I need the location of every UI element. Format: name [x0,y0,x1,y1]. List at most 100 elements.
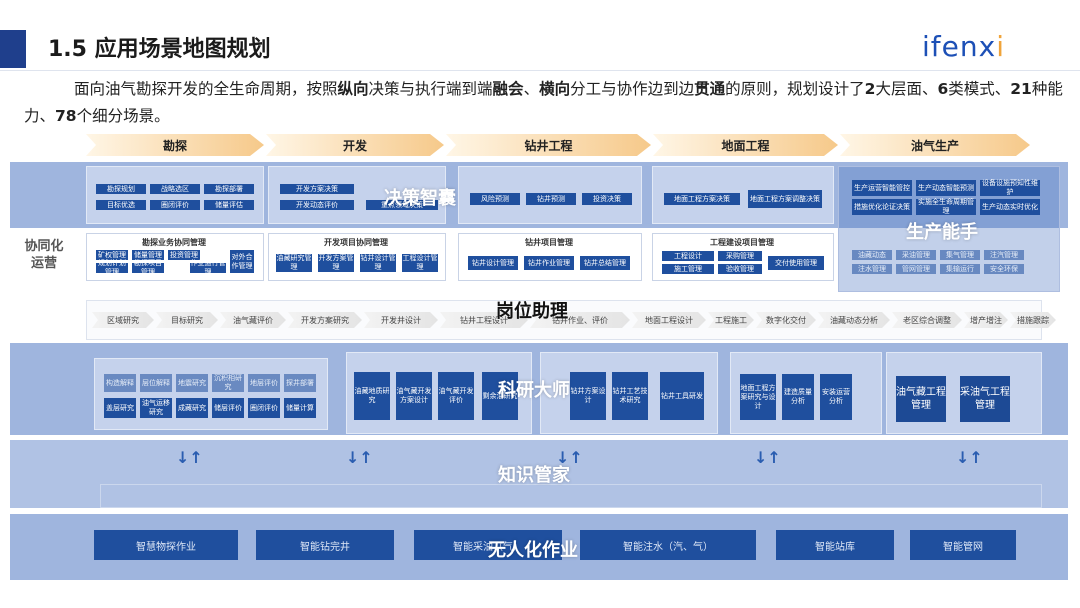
phase-chevron: 油气生产 [840,134,1030,156]
phase-chevron: 开发 [266,134,444,156]
decision-group-exploration [86,166,264,224]
intro-text: 的原则，规划设计了 [725,80,865,98]
post-pill: 增产增注 [964,312,1008,328]
intro-text: 决策与执行端到端 [368,80,493,98]
decision-box: 开发方案决策 [280,184,354,194]
collab-box: 钻井设计管理 [468,256,518,270]
knowledge-inner-panel [100,484,1042,508]
research-box: 油气运移研究 [140,398,172,418]
research-box: 钻井工具研发 [660,372,704,420]
collab-box: 对外合作管理 [230,250,254,273]
page-title: 1.5 应用场景地图规划 [48,37,271,62]
operation-box: 智能注水（汽、气） [580,530,756,560]
logo-text: ifenx [922,30,997,63]
decision-box: 目标优选 [96,200,146,210]
research-box: 地面工程方案研究与设计 [740,374,776,420]
decision-box: 勘探规划 [96,184,146,194]
collab-box: 开发方案管理 [318,254,354,272]
production-box: 实施全生命周期管理 [916,198,976,215]
production-box: 生产运营智能管控 [852,180,912,196]
collab-box: 钻井总结管理 [580,256,630,270]
intro-text: 面向油气勘探开发的全生命周期，按照 [74,80,338,98]
research-box: 圈闭评价 [248,398,280,418]
research-box: 建造质量分析 [782,374,814,420]
post-pill: 地面工程设计 [632,312,706,328]
production-box: 生产动态智能预测 [916,180,976,196]
research-box: 油藏地质研究 [354,372,390,420]
production-box: 措施优化论证决策 [852,199,912,215]
collab-group-title: 工程建设项目管理 [710,238,774,247]
collab-box: 勘探项目管理 [132,259,164,276]
intro-paragraph: 面向油气勘探开发的全生命周期，按照纵向决策与执行端到端融会、横向分工与协作边到边… [24,76,1064,130]
research-box: 盖层研究 [104,398,136,418]
intro-text: 分工与协作边到边 [570,80,695,98]
operation-box: 智能站库 [776,530,894,560]
logo-dot: i [996,30,1005,63]
post-pill: 油藏动态分析 [818,312,890,328]
collab-box: 油藏研究管理 [276,254,312,272]
research-box: 探井部署 [284,374,316,392]
research-box: 油气藏工程管理 [896,376,946,422]
layer-label-unmanned: 无人化作业 [488,540,578,561]
intro-bold: 78 [55,107,77,125]
post-pill: 措施跟踪 [1010,312,1056,328]
intro-bold: 21 [1010,80,1032,98]
post-pill: 开发井设计 [364,312,438,328]
operation-box: 智能管网 [910,530,1016,560]
layer-label-production: 生产能手 [906,222,978,243]
decision-box: 开发动态评价 [280,200,354,210]
production-collab-box: 集输运行 [940,264,980,274]
post-pill: 老区综合调整 [892,312,962,328]
collab-label-line: 协同化 [24,239,64,254]
collab-group-title: 开发项目协同管理 [324,238,388,247]
decision-box: 风险预测 [470,193,520,205]
decision-group-development [268,166,446,224]
research-box: 油气藏开发评价 [438,372,474,420]
collab-box: 储量管理 [132,250,164,260]
decision-box: 投资决策 [582,193,632,205]
research-box: 储层评价 [212,398,244,418]
research-box: 成藏研究 [176,398,208,418]
layer-label-research: 科研大师 [498,380,570,401]
production-box: 设备设施预知性维护 [980,179,1040,196]
operation-box: 智能钻完井 [256,530,394,560]
collab-side-label: 协同化运营 [14,238,74,272]
decision-box: 重点领域决策 [366,200,438,210]
post-pill: 钻井工程设计 [440,312,528,328]
research-box: 钻井工艺技术研究 [612,372,648,420]
intro-text: 个细分场景。 [76,107,170,125]
decision-box: 钻井预测 [526,193,576,205]
intro-bold: 贯通 [694,80,726,98]
research-box: 地层评价 [248,374,280,392]
collab-box: 投资管理 [168,250,200,260]
intro-bold: 融会 [492,80,524,98]
phase-chevron: 勘探 [86,134,264,156]
post-pill: 目标研究 [156,312,218,328]
collab-box: 工程设计 [662,251,714,261]
brand-logo: ifenxi [922,30,1005,63]
layer-label-decision: 决策智囊 [384,188,456,209]
research-box: 剩余油研究 [482,372,518,420]
research-box: 安装运营分析 [820,374,852,420]
collab-box: 验收管理 [718,264,762,274]
production-collab-box: 集气管理 [940,250,980,260]
research-box: 地震研究 [176,374,208,392]
post-pill: 数字化交付 [756,312,816,328]
decision-box: 地面工程方案调整决策 [748,190,822,208]
flow-arrows-icon: ↓↑ [176,448,203,467]
intro-text: 类模式、 [948,80,1011,98]
collab-box: 采购管理 [718,251,762,261]
operation-box: 智慧物探作业 [94,530,238,560]
post-pill: 油气藏评价 [220,312,286,328]
collab-box: 作业运行管理 [190,259,226,276]
post-pill: 区域研究 [92,312,154,328]
intro-bold: 2 [864,80,876,98]
collab-box: 钻井作业管理 [524,256,574,270]
production-collab-box: 注汽管理 [984,250,1024,260]
research-box: 油气藏开发方案设计 [396,372,432,420]
research-group-exploration [94,358,328,430]
production-collab-box: 采油管理 [896,250,936,260]
decision-box: 地面工程方案决策 [664,193,740,205]
phase-chevron: 地面工程 [653,134,838,156]
decision-box: 圈闭评价 [150,200,200,210]
